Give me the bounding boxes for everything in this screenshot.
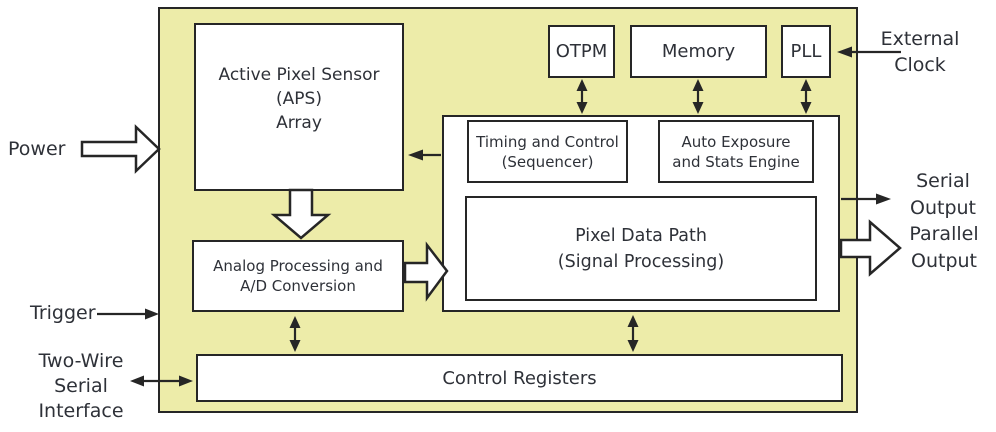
block-analog-processing: Analog Processing and A/D Conversion: [192, 240, 404, 312]
label-line: Serial: [916, 170, 970, 192]
block-auto-exposure: Auto Exposure and Stats Engine: [658, 120, 814, 183]
block-label: A/D Conversion: [240, 277, 356, 295]
parallel-output-label: Parallel Output: [903, 221, 985, 275]
block-label: and Stats Engine: [672, 152, 800, 171]
block-label: Pixel Data Path: [575, 225, 707, 246]
block-label: Memory: [661, 41, 736, 62]
label-line: Output: [911, 250, 977, 272]
power-label: Power: [8, 138, 66, 160]
block-label: Analog Processing and: [213, 257, 383, 275]
label-line: Two-Wire: [38, 350, 124, 372]
label-line: Clock: [894, 54, 946, 76]
block-memory: Memory: [630, 25, 767, 78]
trigger-arrow: [97, 308, 159, 320]
block-label: Control Registers: [442, 367, 597, 389]
block-label: Active Pixel Sensor: [218, 65, 380, 85]
power-arrow: [80, 124, 161, 174]
serial-output-label: Serial Output: [905, 168, 981, 222]
block-otpm: OTPM: [548, 25, 615, 78]
block-pll: PLL: [781, 25, 831, 78]
label-line: External: [880, 28, 960, 50]
block-label: (Sequencer): [501, 152, 594, 171]
label-line: Interface: [38, 400, 124, 422]
block-label: Array: [276, 113, 322, 133]
label-line: Output: [910, 197, 976, 219]
block-pixel-data-path: Pixel Data Path (Signal Processing): [465, 196, 817, 301]
block-label: Timing and Control: [476, 132, 619, 151]
external-clock-label: External Clock: [872, 26, 968, 78]
block-timing-control: Timing and Control (Sequencer): [467, 120, 628, 183]
block-label: (APS): [276, 89, 322, 109]
label-line: Serial: [54, 375, 108, 397]
label-line: Parallel: [909, 223, 979, 245]
block-aps-array: Active Pixel Sensor (APS) Array: [194, 23, 404, 191]
block-label: OTPM: [555, 41, 608, 62]
block-label: (Signal Processing): [557, 251, 725, 272]
trigger-label: Trigger: [30, 302, 96, 324]
block-control-registers: Control Registers: [196, 354, 843, 402]
block-label: Auto Exposure: [681, 132, 791, 151]
two-wire-serial-label: Two-Wire Serial Interface: [20, 349, 142, 424]
block-label: PLL: [790, 41, 822, 62]
